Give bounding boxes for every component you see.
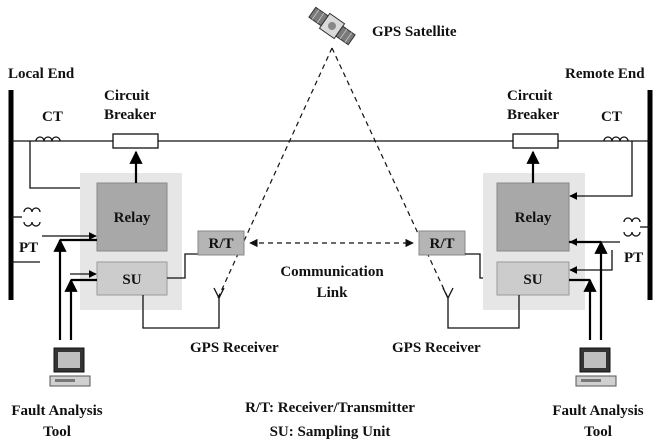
ct-wire-left (29, 141, 92, 189)
ct-label-left: CT (42, 109, 63, 125)
computer-right-icon (575, 347, 617, 387)
circuit-breaker-label-right-1: Circuit (507, 88, 553, 104)
gps-receiver-label-right: GPS Receiver (392, 340, 481, 356)
gps-receiver-wire-left (142, 295, 220, 329)
legend-su: SU: Sampling Unit (270, 424, 391, 440)
fault-tool-label-right-2: Tool (584, 424, 612, 440)
fault-tool-label-left-2: Tool (43, 424, 71, 440)
pt-label-right: PT (624, 250, 643, 266)
su-rt-link-left (167, 253, 198, 279)
communication-link-label-2: Link (317, 285, 349, 301)
relay-label-right: Relay (515, 210, 552, 226)
gps-satellite-icon (308, 6, 356, 46)
circuit-breaker-right (512, 133, 559, 149)
rt-block-right (418, 230, 466, 256)
gps-receiver-wire-right (447, 295, 520, 329)
rt-label-right: R/T (429, 236, 454, 252)
relay-label-left: Relay (114, 210, 151, 226)
gps-satellite-label: GPS Satellite (372, 24, 457, 40)
pt-coil-right-icon (623, 217, 641, 237)
gps-antenna-right-icon (442, 287, 454, 300)
relay-block-left (96, 182, 168, 252)
rt-label-left: R/T (208, 236, 233, 252)
circuit-breaker-label-right-2: Breaker (507, 107, 560, 123)
ct-wire-right (574, 141, 633, 197)
su-label-left: SU (122, 272, 141, 288)
local-end-label: Local End (8, 66, 75, 82)
rt-block-left (197, 230, 245, 256)
pt-coil-left-icon (23, 207, 41, 227)
ct-label-right: CT (601, 109, 622, 125)
gps-signal-right (331, 47, 449, 299)
circuit-breaker-label-left-2: Breaker (104, 107, 157, 123)
fault-tool-label-left-1: Fault Analysis (11, 403, 102, 419)
computer-left-icon (49, 347, 91, 387)
communication-link-label-1: Communication (280, 264, 384, 280)
ct-coil-right-icon (603, 136, 629, 142)
gps-signal-left (217, 47, 333, 299)
su-block-right (496, 261, 570, 296)
circuit-breaker-label-left-1: Circuit (104, 88, 150, 104)
su-label-right: SU (523, 272, 542, 288)
ct-coil-left-icon (35, 136, 61, 142)
remote-end-label: Remote End (565, 66, 645, 82)
legend-rt: R/T: Receiver/Transmitter (245, 400, 415, 416)
gps-receiver-label-left: GPS Receiver (190, 340, 279, 356)
pt-label-left: PT (19, 240, 38, 256)
fault-tool-label-right-1: Fault Analysis (552, 403, 643, 419)
relay-block-right (496, 182, 570, 252)
circuit-breaker-left (112, 133, 159, 149)
